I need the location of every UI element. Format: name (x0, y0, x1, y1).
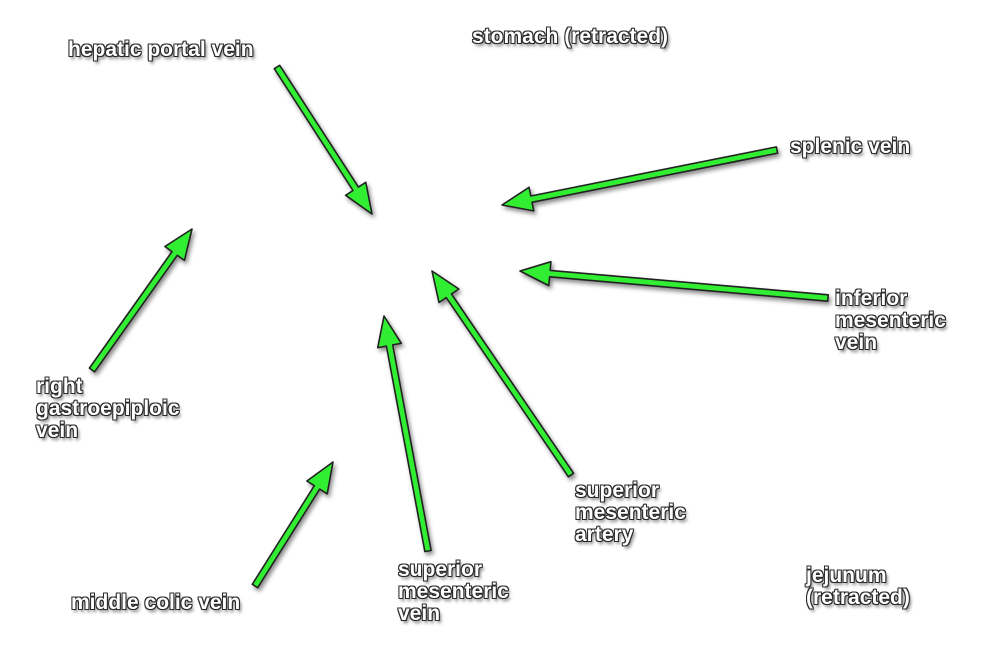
arrow-right-gastroepiploic-vein (88, 228, 193, 373)
label-superior-mesenteric-vein: superior mesenteric vein (398, 559, 509, 625)
label-line: (retracted) (806, 586, 910, 609)
label-line: vein (398, 602, 441, 625)
label-hepatic-portal-vein: hepatic portal vein (68, 38, 254, 61)
label-inferior-mesenteric-vein: inferior mesenteric vein (835, 288, 946, 354)
arrow-inferior-mesenteric-vein (519, 260, 830, 303)
label-line: right (36, 375, 83, 398)
label-line: gastroepiploic (36, 397, 180, 420)
arrow-splenic-vein (501, 146, 779, 212)
label-line: vein (835, 331, 878, 354)
label-line: vein (36, 419, 79, 442)
label-line: mesenteric (398, 580, 509, 603)
label-line: jejunum (806, 564, 887, 587)
label-splenic-vein: splenic vein (790, 135, 911, 158)
label-line: mesenteric (835, 309, 946, 332)
arrow-superior-mesenteric-artery (431, 270, 575, 478)
label-line: inferior (835, 287, 908, 310)
label-line: superior (575, 479, 660, 502)
arrow-middle-colic-vein (251, 461, 334, 589)
label-stomach: stomach (retracted) (472, 25, 669, 48)
label-right-gastroepiploic-vein: right gastroepiploic vein (36, 376, 180, 442)
arrow-hepatic-portal-vein (273, 64, 373, 215)
label-superior-mesenteric-artery: superior mesenteric artery (575, 480, 686, 546)
label-line: artery (575, 523, 634, 546)
label-line: mesenteric (575, 501, 686, 524)
label-line: superior (398, 558, 483, 581)
arrow-superior-mesenteric-vein (376, 315, 432, 553)
label-jejunum: jejunum (retracted) (806, 565, 910, 609)
label-middle-colic-vein: middle colic vein (71, 591, 241, 614)
